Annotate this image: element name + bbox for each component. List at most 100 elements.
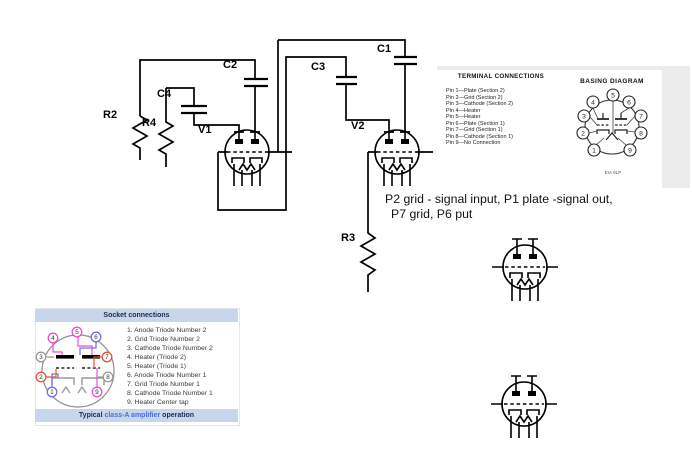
svg-text:6: 6 <box>94 334 98 341</box>
socket-pins: 1 2 3 4 5 6 7 8 9 <box>35 326 114 398</box>
cap-c1 <box>394 55 417 66</box>
socket-pin: 4 <box>47 332 59 344</box>
label-v2: V2 <box>351 120 364 132</box>
basing-pin: 4 <box>586 95 600 109</box>
main-schematic <box>131 39 433 292</box>
basing-pins: 1 2 3 4 5 6 7 8 9 <box>576 88 648 157</box>
resistor-r4 <box>157 88 175 167</box>
svg-text:5: 5 <box>75 329 79 336</box>
socket-plate-right <box>82 355 100 359</box>
socket-list-item: 7. Grid Triode Number 1 <box>127 380 200 388</box>
v1-feedback-loop <box>217 56 347 211</box>
socket-list-item: 1. Anode Triode Number 2 <box>127 327 207 334</box>
wire-c4-to-v1 <box>193 113 240 132</box>
terminal-pin-row: Pin 5—Heater <box>446 114 481 120</box>
annotation-line-1: P2 grid - signal input, P1 plate -signal… <box>385 192 613 206</box>
tube-symbol-extra-2 <box>491 375 557 439</box>
terminal-pin-row: Pin 9—No Connection <box>446 140 501 146</box>
label-r4: R4 <box>142 117 157 129</box>
socket-connection-list: 1. Anode Triode Number 2 2. Grid Triode … <box>127 327 239 408</box>
basing-tube-internals <box>596 113 628 141</box>
tube-v2 <box>374 129 420 187</box>
basing-pin: 1 <box>587 143 601 157</box>
socket-panel-header: Socket connections <box>35 309 238 322</box>
svg-text:2: 2 <box>39 374 43 381</box>
basing-pin: 6 <box>622 95 636 109</box>
socket-pin: 3 <box>35 351 47 363</box>
label-c4: C4 <box>157 88 172 100</box>
terminal-pin-list: Pin 1—Plate (Section 2) Pin 2—Grid (Sect… <box>446 88 596 147</box>
svg-text:8: 8 <box>106 374 110 381</box>
socket-internals <box>51 355 105 394</box>
terminal-pin-row: Pin 6—Plate (Section 1) <box>446 120 505 127</box>
svg-text:4: 4 <box>591 100 595 107</box>
socket-list-item: 9. Heater Center tap <box>127 398 189 406</box>
socket-list-item: 6. Anode Triode Number 1 <box>127 371 207 379</box>
basing-pin: 7 <box>634 109 648 123</box>
wire-c3-to-v2 <box>345 84 390 132</box>
svg-text:9: 9 <box>95 389 99 396</box>
basing-pin: 2 <box>576 126 590 140</box>
svg-text:1: 1 <box>50 389 54 396</box>
footer-suffix: operation <box>160 412 195 419</box>
socket-list-item: 8. Cathode Triode Number 1 <box>127 389 213 397</box>
wire-top-left <box>139 59 256 116</box>
cap-c4 <box>181 104 207 115</box>
socket-pin: 5 <box>71 326 83 338</box>
basing-pin: 8 <box>634 126 648 140</box>
svg-text:7: 7 <box>105 354 109 361</box>
svg-text:6: 6 <box>627 100 631 107</box>
socket-list-item: 3. Cathode Triode Number 2 <box>127 344 213 352</box>
tube-v1 <box>224 129 270 187</box>
terminal-pin-row: Pin 8—Cathode (Section 1) <box>446 133 513 140</box>
tube-symbol-extra-1 <box>492 238 558 302</box>
resistor-r3 <box>359 152 377 292</box>
basing-diagram: BASING DIAGRAM 1 2 3 4 5 6 7 8 9 <box>576 78 648 175</box>
socket-panel-footer: Typical class-A amplifier operation <box>35 409 238 422</box>
socket-list-item: 5. Heater (Triode 1) <box>127 362 187 370</box>
cap-c3 <box>336 75 357 86</box>
basing-title: BASING DIAGRAM <box>580 78 644 85</box>
svg-text:9: 9 <box>628 148 632 155</box>
svg-text:8: 8 <box>639 131 643 138</box>
wire-c4-top <box>166 87 195 106</box>
socket-pin: 2 <box>35 371 47 383</box>
resistor-r2 <box>131 115 149 160</box>
svg-text:2: 2 <box>581 131 585 138</box>
socket-pin: 9 <box>91 386 103 398</box>
annotation-line-2: P7 grid, P6 put <box>391 207 473 221</box>
terminal-pin-row: Pin 2—Grid (Section 2) <box>446 94 503 101</box>
cap-c2 <box>244 77 268 88</box>
svg-text:3: 3 <box>582 114 586 121</box>
terminal-pin-row: Pin 3—Cathode (Section 2) <box>446 101 513 107</box>
wire-top-right <box>278 39 406 57</box>
basing-pin: 5 <box>606 88 620 102</box>
basing-pin-leads <box>588 101 636 147</box>
class-a-amplifier-link[interactable]: class-A amplifier <box>104 412 161 419</box>
socket-list-item: 2. Grid Triode Number 2 <box>127 335 200 343</box>
basing-caption: EIA 9LP <box>605 170 622 175</box>
component-labels: R2 R4 C4 C2 C3 C1 V1 V2 R3 <box>103 43 391 244</box>
svg-text:1: 1 <box>592 148 596 155</box>
socket-list-item: 4. Heater (Triode 2) <box>127 353 187 361</box>
label-r3: R3 <box>341 232 355 244</box>
socket-diagram: 1 2 3 4 5 6 7 8 9 <box>35 326 115 408</box>
svg-text:4: 4 <box>51 335 55 342</box>
terminal-connections-title: TERMINAL CONNECTIONS <box>457 73 545 80</box>
socket-pin: 8 <box>102 371 114 383</box>
socket-pin: 6 <box>90 331 102 343</box>
svg-text:3: 3 <box>39 354 43 361</box>
terminal-pin-row: Pin 1—Plate (Section 2) <box>446 88 505 94</box>
terminal-pin-row: Pin 7—Grid (Section 1) <box>446 127 503 133</box>
terminal-pin-row: Pin 4—Heater <box>446 107 481 114</box>
socket-wires <box>45 336 104 388</box>
svg-text:5: 5 <box>611 93 615 100</box>
svg-text:7: 7 <box>639 114 643 121</box>
label-c2: C2 <box>223 59 237 71</box>
basing-pin: 3 <box>577 109 591 123</box>
label-c3: C3 <box>311 61 325 73</box>
label-r2: R2 <box>103 109 117 121</box>
socket-plate-left <box>56 355 74 359</box>
